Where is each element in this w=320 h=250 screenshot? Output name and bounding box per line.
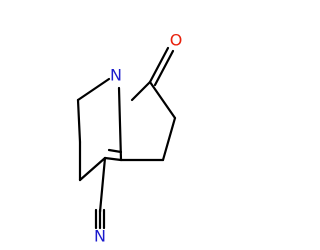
bond-n1-c3 (130, 80, 152, 102)
bond-c8-c8a (103, 156, 123, 162)
bond-c8-c8a-second (107, 148, 123, 154)
bond-c8a-n1 (117, 86, 123, 162)
bond-n1-c5 (76, 77, 111, 102)
atom-label-carbonyl-oxygen: O (170, 31, 183, 50)
bond-c3-c2 (148, 80, 177, 120)
bond-c3-o (148, 46, 170, 84)
bond-c3-o-second (153, 49, 175, 87)
atom-label-nitrile-nitrogen: N (94, 227, 106, 246)
molecule-structure: N O N (76, 31, 183, 246)
bond-c8-cn (98, 156, 107, 214)
bond-c2-c1 (161, 116, 177, 162)
bond-c5-c6 (76, 98, 82, 144)
atom-label-ring-nitrogen: N (110, 66, 122, 85)
bond-c7-c8 (78, 156, 107, 182)
